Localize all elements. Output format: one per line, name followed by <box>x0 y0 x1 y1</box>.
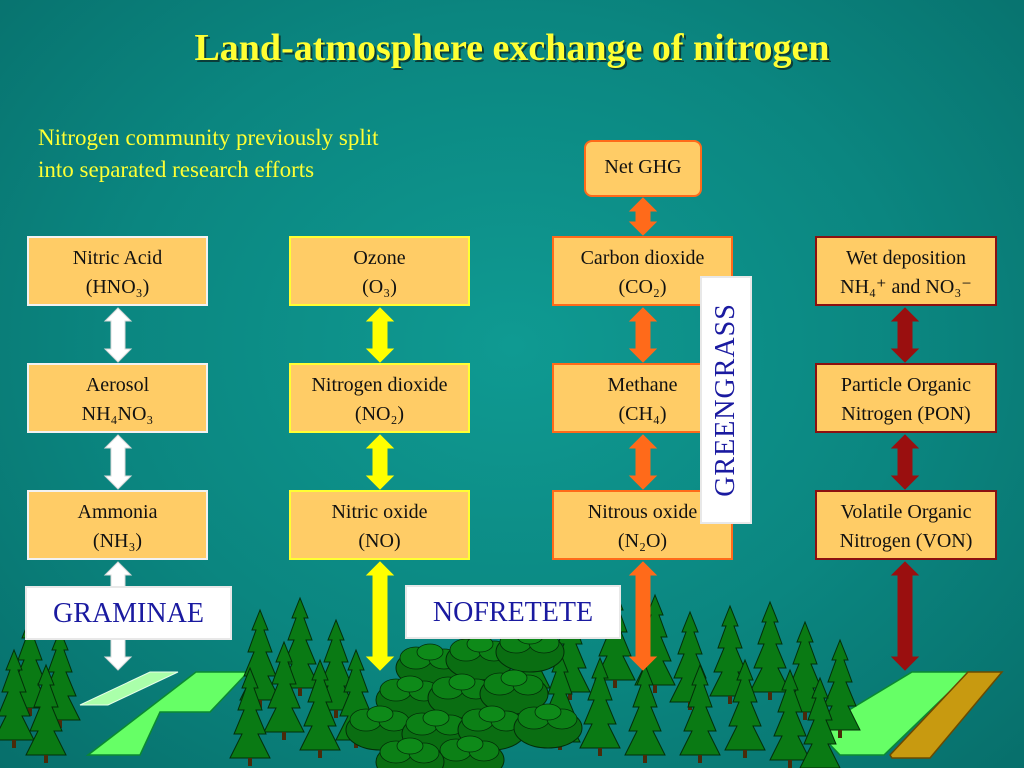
box-nitric-oxide: Nitric oxide (NO) <box>289 490 470 560</box>
arrow-col3-2 <box>628 434 658 490</box>
box-line: (CH₄) <box>618 403 667 425</box>
net-ghg-box: Net GHG <box>584 140 702 197</box>
box-line: Nitric Acid <box>72 247 163 269</box>
slide-title: Land-atmosphere exchange of nitrogen <box>194 27 830 69</box>
arrow-col2-3 <box>365 561 395 671</box>
label-graminae: GRAMINAE <box>25 586 232 640</box>
intro-line-2: into separated research efforts <box>38 157 315 182</box>
arrow-col2-1 <box>365 307 395 363</box>
box-line: Wet deposition <box>845 247 967 269</box>
arrow-col1-2 <box>103 434 133 490</box>
box-volatile-organic-nitrogen: Volatile Organic Nitrogen (VON) <box>815 490 997 560</box>
intro-text: Nitrogen community previously split into… <box>38 122 478 186</box>
box-particle-organic-nitrogen: Particle Organic Nitrogen (PON) <box>815 363 997 433</box>
box-line: Carbon dioxide <box>580 247 705 269</box>
arrow-col2-2 <box>365 434 395 490</box>
arrow-col1-1 <box>103 307 133 363</box>
arrow-col4-3 <box>890 561 920 671</box>
greengrass-text: GREENGRASS <box>710 303 741 497</box>
arrow-col3-1 <box>628 307 658 363</box>
box-nitric-acid: Nitric Acid (HNO₃) <box>27 236 208 306</box>
box-line: (CO₂) <box>618 276 667 298</box>
box-line: (N₂O) <box>617 530 668 552</box>
grass-field-icon <box>79 671 1004 759</box>
box-line: Ozone <box>353 247 406 269</box>
box-line: Nitrous oxide <box>587 501 698 523</box>
intro-line-1: Nitrogen community previously split <box>38 125 379 150</box>
box-line: Particle Organic <box>840 374 972 396</box>
box-line: Nitrogen (PON) <box>841 403 971 425</box>
box-line: (NH₃) <box>92 530 143 552</box>
label-greengrass: GREENGRASS <box>700 276 752 524</box>
arrow-col4-1 <box>890 307 920 363</box>
box-aerosol: Aerosol NH₄NO₃ <box>27 363 208 433</box>
box-line: (NO) <box>358 530 401 552</box>
box-line: Nitrogen dioxide <box>311 374 448 396</box>
label-nofretete: NOFRETETE <box>405 585 621 639</box>
arrow-net-ghg <box>628 197 658 236</box>
box-line: Aerosol <box>85 374 150 396</box>
box-line: Ammonia <box>77 501 158 523</box>
box-ammonia: Ammonia (NH₃) <box>27 490 208 560</box>
box-nitrogen-dioxide: Nitrogen dioxide (NO₂) <box>289 363 470 433</box>
box-line: Nitrogen (VON) <box>839 530 973 552</box>
arrow-col4-2 <box>890 434 920 490</box>
box-ozone: Ozone (O₃) <box>289 236 470 306</box>
box-line: Nitric oxide <box>331 501 428 523</box>
box-line: (NO₂) <box>354 403 405 425</box>
box-wet-deposition: Wet deposition NH₄⁺ and NO₃⁻ <box>815 236 997 306</box>
arrow-col3-3 <box>628 561 658 671</box>
box-line: NH₄NO₃ <box>81 403 154 425</box>
box-line: NH₄⁺ and NO₃⁻ <box>840 276 972 298</box>
box-line: (O₃) <box>362 276 397 298</box>
box-line: Methane <box>607 374 678 396</box>
box-line: Volatile Organic <box>840 501 972 523</box>
box-line: (HNO₃) <box>85 276 150 298</box>
